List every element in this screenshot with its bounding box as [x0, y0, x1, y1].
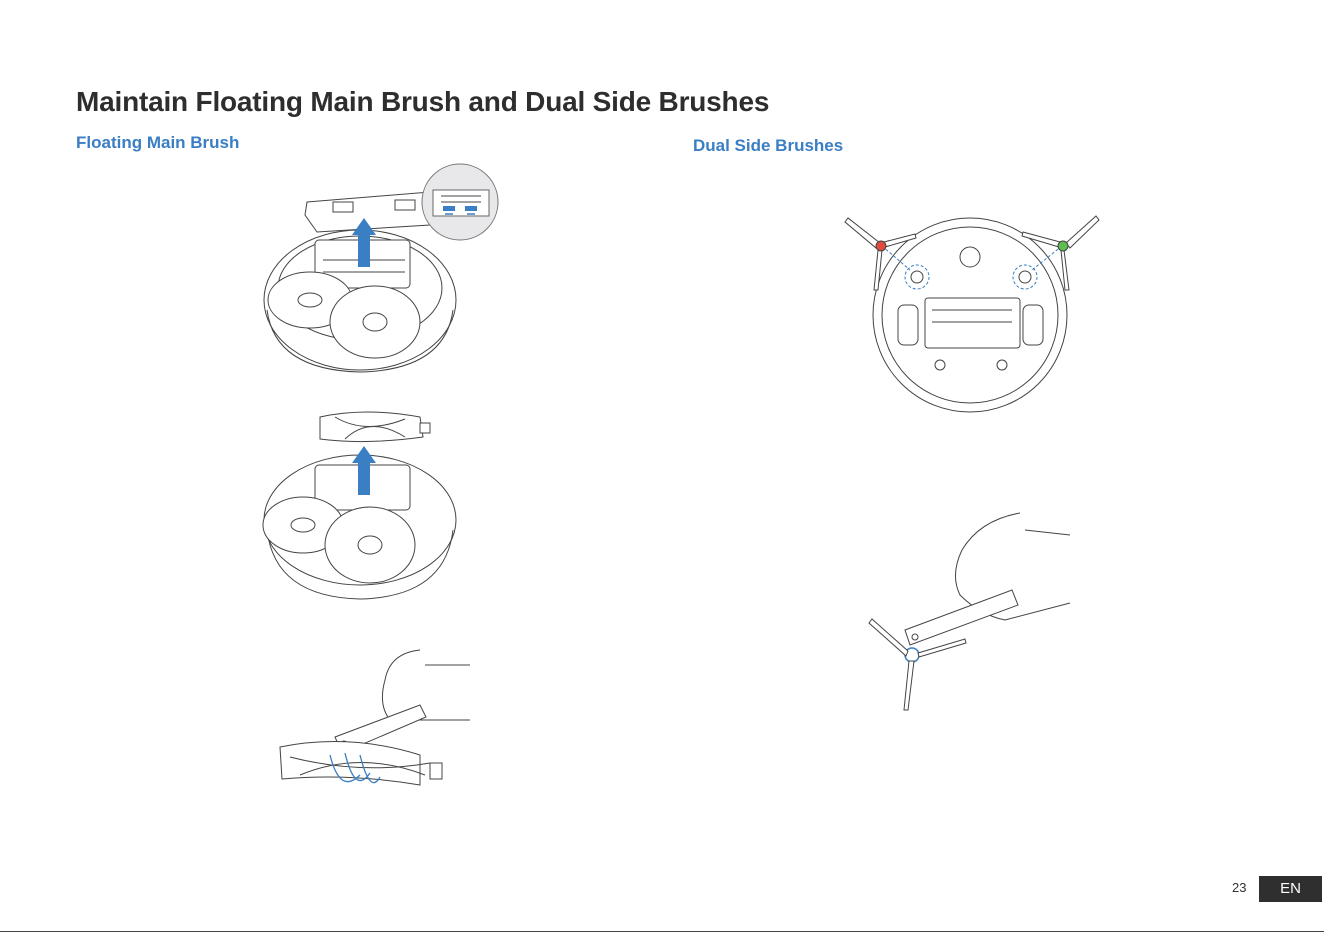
page-number: 23	[1232, 880, 1246, 895]
figure-side-brushes-underside	[840, 210, 1110, 420]
side-brush-left-marker	[876, 241, 886, 251]
figure-clean-side-brush	[860, 505, 1075, 720]
figure-lift-main-brush	[255, 405, 475, 605]
page-title: Maintain Floating Main Brush and Dual Si…	[76, 86, 769, 118]
side-brush-right-marker	[1058, 241, 1068, 251]
bottom-divider	[0, 931, 1324, 932]
section-heading-main-brush: Floating Main Brush	[76, 133, 239, 153]
figure-remove-brush-guard	[255, 160, 505, 385]
figure-clean-main-brush	[270, 645, 475, 815]
language-tab: EN	[1259, 876, 1322, 902]
section-heading-side-brushes: Dual Side Brushes	[693, 136, 843, 156]
